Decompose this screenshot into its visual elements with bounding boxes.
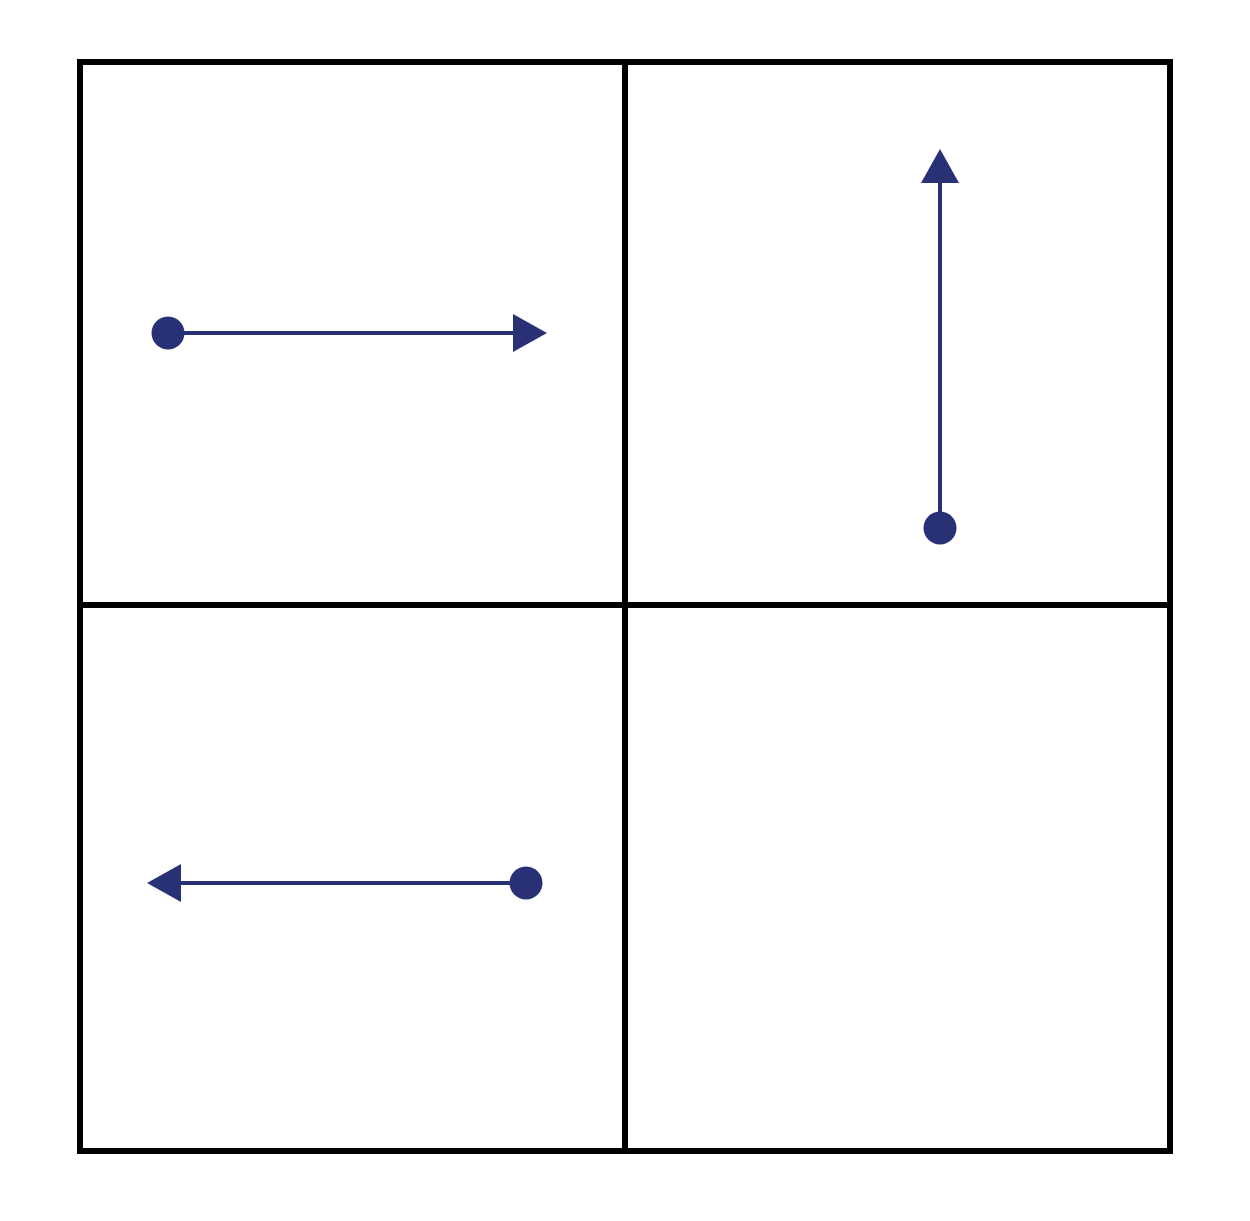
arrow-head-up: [921, 149, 959, 183]
arrow-head-right: [513, 314, 547, 352]
arrow-top-left: [151, 314, 547, 352]
grid: [77, 59, 1173, 1154]
arrow-origin-dot: [923, 511, 957, 545]
arrow-top-right: [921, 149, 959, 545]
arrows: [147, 149, 959, 902]
arrow-bottom-left: [147, 864, 543, 902]
arrow-head-left: [147, 864, 181, 902]
arrow-origin-dot: [509, 866, 543, 900]
arrow-origin-dot: [151, 316, 185, 350]
